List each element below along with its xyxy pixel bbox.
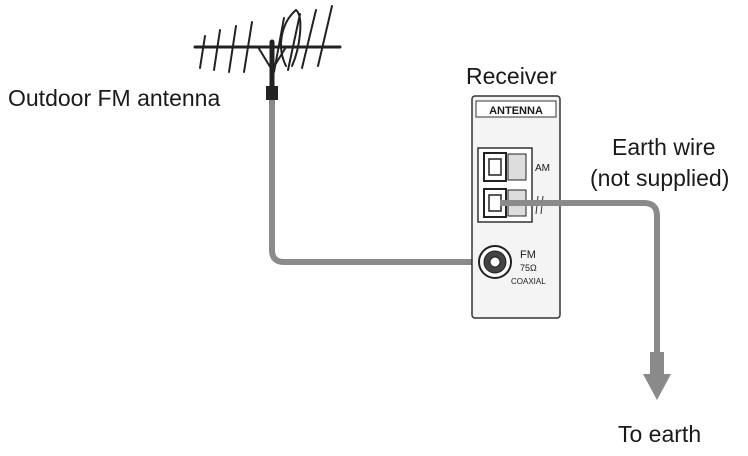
earth-wire-label: Earth wire — [612, 134, 716, 160]
panel-header-label: ANTENNA — [489, 105, 543, 117]
fm-label: FM — [520, 249, 536, 261]
fm-coaxial-cable — [269, 100, 480, 265]
to-earth-label: To earth — [618, 421, 702, 447]
earth-arrow-icon — [643, 374, 671, 400]
am-terminal-upper[interactable] — [483, 152, 527, 182]
am-label: AM — [535, 163, 550, 174]
earth-wire — [500, 200, 660, 358]
receiver-antenna-panel: ANTENNA AM FM 75Ω — [471, 95, 561, 319]
fm-impedance-label: 75Ω — [520, 263, 537, 273]
earth-wire-plug — [650, 352, 664, 374]
antenna-label: Outdoor FM antenna — [8, 85, 221, 111]
earth-wire-note-label: (not supplied) — [590, 165, 730, 191]
fm-antenna-icon — [193, 5, 342, 101]
receiver-label: Receiver — [466, 63, 557, 89]
fm-coaxial-jack[interactable] — [478, 245, 512, 279]
fm-coaxial-label: COAXIAL — [511, 277, 546, 286]
